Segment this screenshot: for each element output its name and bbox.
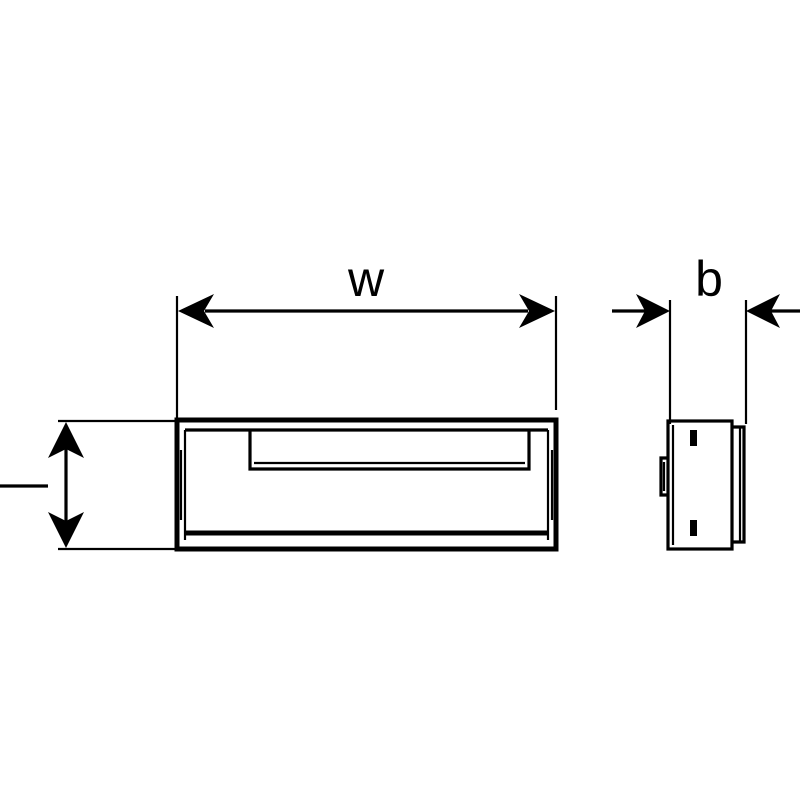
height-dimension [0, 419, 177, 551]
side-outer-body [666, 419, 734, 551]
front-recessed-panel [248, 430, 531, 471]
side-clip-bottom [690, 520, 697, 536]
width-arrowhead-left [178, 294, 214, 328]
front-view [174, 417, 559, 552]
height-arrowhead-top [48, 422, 84, 458]
side-clip-top [690, 430, 697, 446]
height-arrowhead-bottom [48, 512, 84, 548]
side-front-flange [732, 425, 746, 544]
width-arrowhead-right [519, 294, 555, 328]
depth-arrowhead-right [746, 294, 780, 328]
side-view [659, 419, 746, 551]
depth-arrowhead-left [636, 294, 670, 328]
depth-label: b [695, 251, 723, 307]
side-rear-tab [659, 456, 668, 497]
width-dimension: w [175, 251, 558, 418]
depth-dimension: b [612, 251, 800, 424]
width-label: w [347, 251, 385, 307]
front-outer-frame [174, 417, 559, 552]
